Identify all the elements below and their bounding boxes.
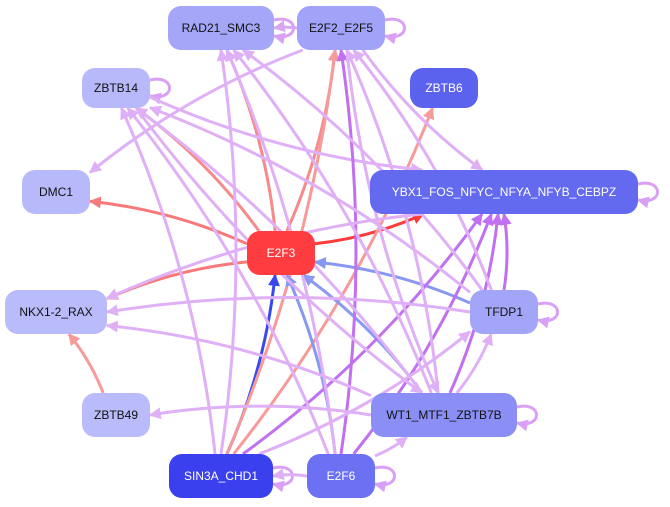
edge-sin3a-to-ybx1 [242,213,484,456]
edge-wt1-to-zbtb49 [148,404,372,420]
edge-wt1-to-tfdp1 [455,332,493,394]
edge-sin3a-to-tfdp1 [258,330,471,456]
node-zbtb14: ZBTB14 [82,68,150,108]
edge-wt1-to-e2f2 [345,48,440,394]
edge-e2f3-to-ybx1 [314,212,425,246]
edge-tfdp1-to-ybx1 [499,212,512,291]
node-tfdp1: TFDP1 [470,290,538,334]
edge-e2f3-to-e2f2 [285,48,341,232]
self-loop-wt1 [515,404,538,432]
edge-e2f2-to-rad21 [272,20,298,33]
edge-tfdp1-to-zbtb14 [148,105,471,294]
self-loop-zbtb14 [148,77,171,105]
node-ybx1: YBX1_FOS_NFYC_NFYA_NFYB_CEBPZ [370,170,638,214]
node-nkx: NKX1-2_RAX [5,290,107,334]
edge-e2f2-to-dmc1 [89,48,304,174]
node-wt1: WT1_MTF1_ZBTB7B [371,393,517,437]
edge-zbtb14-to-ybx1 [149,95,424,175]
node-rad21: RAD21_SMC3 [168,6,274,50]
edge-wt1-to-nkx [105,320,372,397]
edge-wt1-to-rad21 [232,49,433,394]
self-loop-e2f2 [383,17,406,45]
node-e2f2: E2F2_E2F5 [297,6,385,50]
edge-sin3a-to-zbtb6 [232,106,435,455]
self-loop-e2f6 [373,465,396,493]
edge-tfdp1-to-nkx [105,295,471,317]
node-zbtb6: ZBTB6 [410,68,478,108]
edge-tfdp1-to-rad21 [241,48,484,291]
node-dmc1: DMC1 [22,170,90,214]
node-e2f3: E2F3 [247,231,315,275]
node-zbtb49: ZBTB49 [82,393,150,437]
edge-e2f6-to-e2f2 [336,48,358,455]
edge-e2f6-to-zbtb14 [126,107,330,455]
node-e2f6: E2F6 [307,454,375,498]
edge-tfdp1-to-e2f2 [352,49,493,291]
edge-e2f2-to-wt1 [345,49,440,395]
edge-e2f3-to-nkx [105,260,248,300]
self-loop-tfdp1 [536,301,559,329]
edge-zbtb49-to-nkx [67,333,105,394]
edge-e2f6-to-sin3a [271,468,308,481]
edge-e2f3-to-dmc1 [88,196,248,246]
node-sin3a: SIN3A_CHD1 [169,454,273,498]
self-loop-ybx1 [636,181,659,209]
edge-sin3a-to-zbtb14 [120,106,217,455]
edge-e2f2-to-ybx1 [361,49,484,172]
edge-e2f6-to-wt1 [374,435,408,458]
